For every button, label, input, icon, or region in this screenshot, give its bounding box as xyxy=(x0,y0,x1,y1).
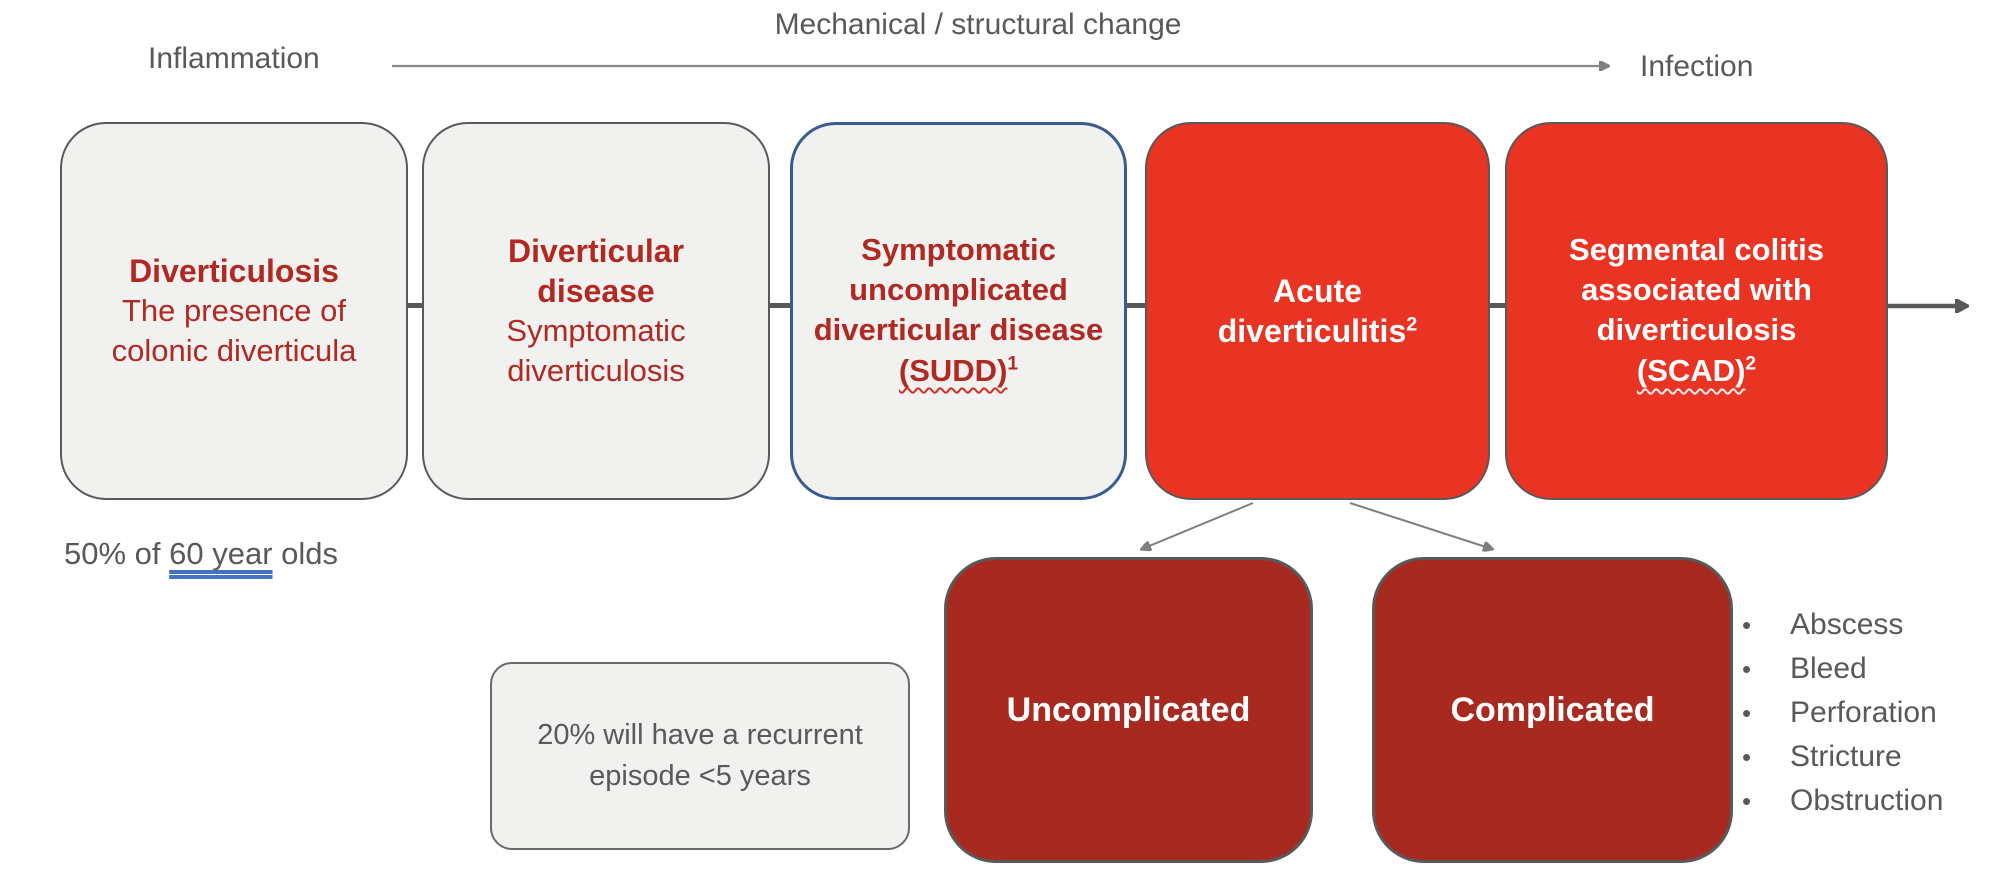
outcome-label: Uncomplicated xyxy=(1006,690,1251,729)
box-title: Diverticulosis xyxy=(129,253,339,289)
box-title: Symptomatic uncomplicated diverticular d… xyxy=(813,232,1104,347)
box-sudd: Symptomatic uncomplicated diverticular d… xyxy=(790,122,1127,500)
axis-label-infection: Infection xyxy=(1640,50,1754,83)
box-diverticular-disease: Diverticular disease Symptomatic diverti… xyxy=(422,122,770,500)
box-title: Segmental colitis associated with divert… xyxy=(1569,232,1824,347)
outcome-box-uncomplicated: Uncomplicated xyxy=(944,557,1313,863)
prevalence-note: 50% of 60 year olds xyxy=(64,536,338,572)
recurrence-note-text: 20% will have a recurrent episode <5 yea… xyxy=(537,719,863,792)
branch-arrow-uncomplicated xyxy=(1142,502,1254,549)
box-connector xyxy=(1119,303,1151,308)
outcome-box-complicated: Complicated xyxy=(1372,557,1733,863)
scad-abbreviation-text: (SCAD) xyxy=(1636,353,1746,388)
box-scad: Segmental colitis associated with divert… xyxy=(1505,122,1888,500)
box-acute-diverticulitis: Acute diverticulitis2 xyxy=(1145,122,1490,500)
recurrence-note-box: 20% will have a recurrent episode <5 yea… xyxy=(490,662,910,850)
box-connector xyxy=(402,303,430,308)
outcome-label: Complicated xyxy=(1450,690,1655,729)
prevalence-prefix: 50% of xyxy=(64,536,170,571)
box-title: Acute diverticulitis2 xyxy=(1187,271,1448,351)
box-connector xyxy=(764,303,796,308)
complication-item: Stricture xyxy=(1742,735,1943,779)
complication-item: Abscess xyxy=(1742,603,1943,647)
superscript-footnote: 2 xyxy=(1406,313,1418,336)
prevalence-underlined-text: 60 year xyxy=(169,536,273,571)
box-body: The presence of colonic diverticula xyxy=(111,293,357,368)
box-connector xyxy=(1482,303,1512,308)
superscript-footnote: 1 xyxy=(1007,353,1019,375)
box-title-text: Acute diverticulitis xyxy=(1217,273,1407,349)
axis-label-inflammation: Inflammation xyxy=(148,42,320,75)
branch-arrow-complicated xyxy=(1349,502,1492,549)
complication-item: Bleed xyxy=(1742,647,1943,691)
complication-item: Obstruction xyxy=(1742,779,1943,823)
box-diverticulosis: Diverticulosis The presence of colonic d… xyxy=(60,122,408,500)
sudd-abbreviation-text: (SUDD) xyxy=(898,353,1008,388)
prevalence-suffix: olds xyxy=(272,536,339,571)
superscript-footnote: 2 xyxy=(1745,353,1757,375)
box-body: Symptomatic diverticulosis xyxy=(506,313,686,388)
box-title: Diverticular disease xyxy=(507,233,685,309)
complication-item: Perforation xyxy=(1742,691,1943,735)
sudd-abbreviation: (SUDD)1 xyxy=(899,350,1018,392)
complications-list: Abscess Bleed Perforation Stricture Obst… xyxy=(1742,603,1943,823)
scad-abbreviation: (SCAD)2 xyxy=(1637,350,1756,392)
axis-label-mechanical-change: Mechanical / structural change xyxy=(774,8,1182,41)
